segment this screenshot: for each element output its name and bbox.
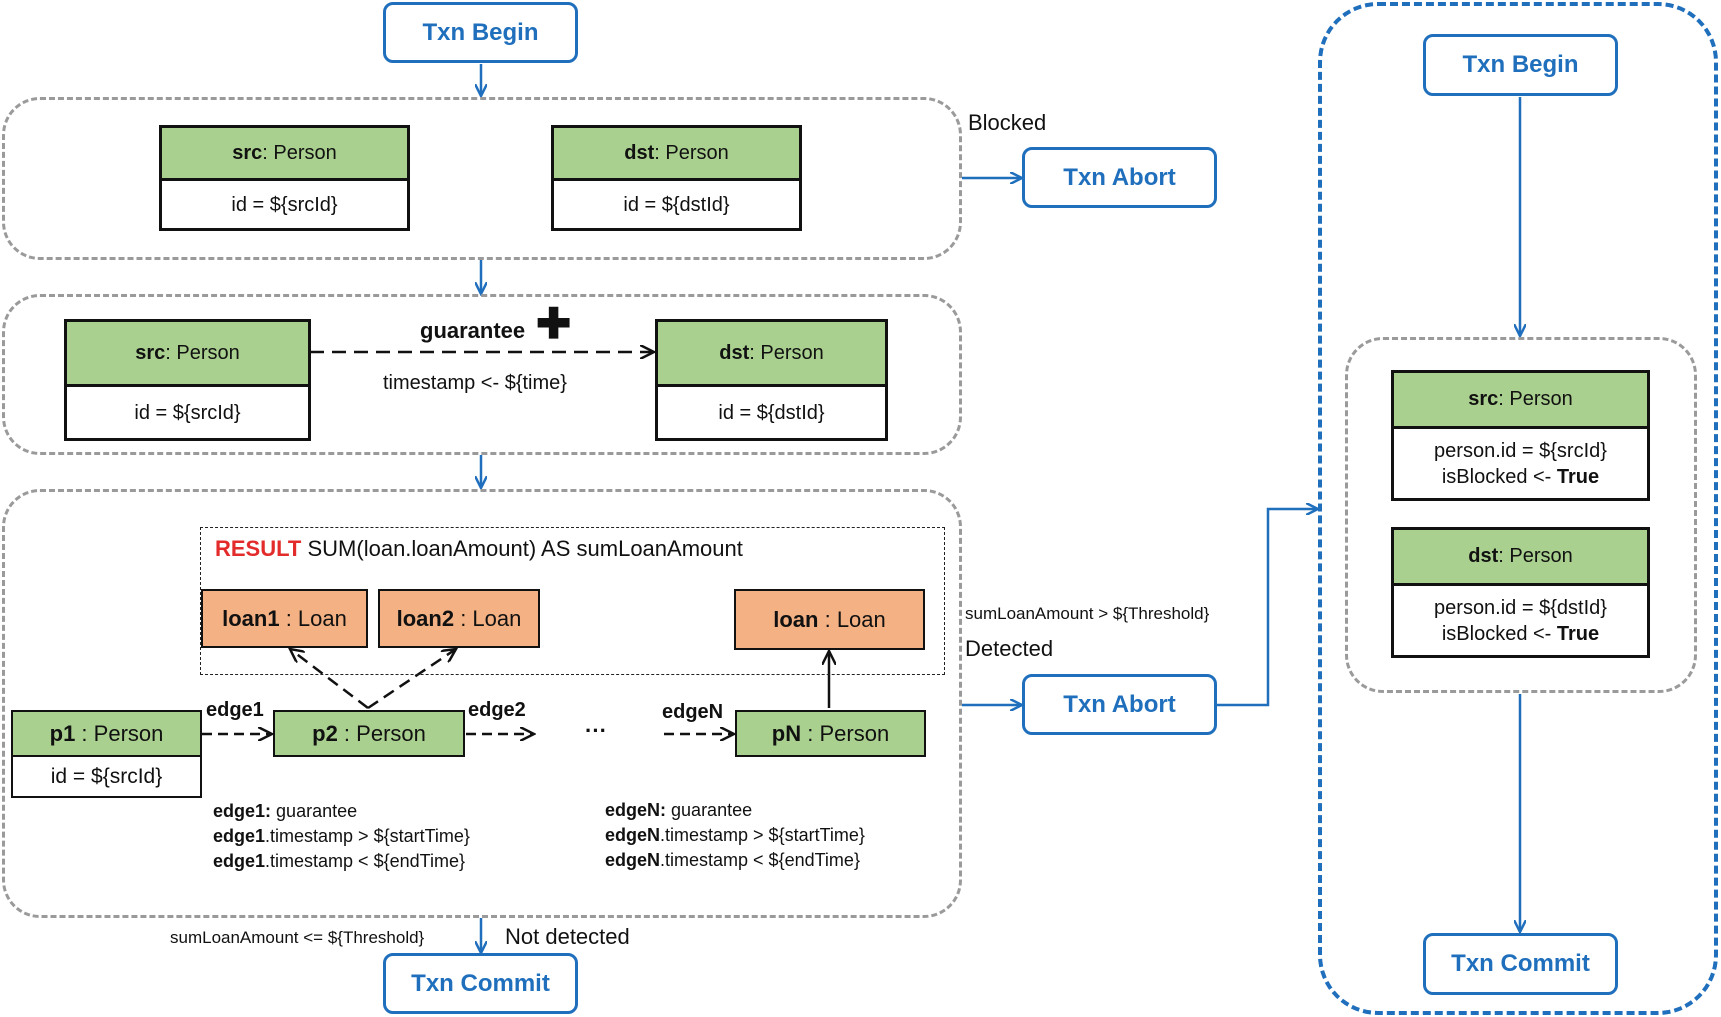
txn-commit-label: Txn Commit [411,969,550,997]
result-keyword: RESULT [215,536,302,561]
p2-type: Person [356,720,426,746]
dst-type-2: Person [760,341,824,364]
dst-type: Person [665,141,729,164]
detected-label: Detected [965,636,1054,661]
guarantee-label: guarantee [420,318,526,343]
txn-abort-box-1: Txn Abort [1022,147,1217,208]
dst-id: id = ${dstId} [623,193,730,216]
loan1-type: Loan [297,605,347,631]
edge2-label: edge2 [468,699,526,721]
right-dst-node: dst: Person person.id = ${dstId} isBlock… [1391,527,1650,658]
edge1-cond-3-rest: .timestamp < ${endTime} [265,851,465,871]
right-dst-blocked-line: isBlocked <- True [1442,621,1599,647]
loan-type: Loan [836,606,886,632]
p2-label: p2 [312,720,338,746]
right-src-type: Person [1509,388,1573,410]
txn-begin-box: Txn Begin [383,2,578,63]
right-dst-label: dst [1468,545,1499,567]
loan1-node: loan1 : Loan [201,589,368,648]
dst-label: dst [624,141,655,164]
right-src-id: person.id = ${srcId} [1434,439,1607,462]
p1-id-box: id = ${srcId} [11,755,202,798]
right-dst-type: Person [1509,545,1573,567]
result-line: RESULT SUM(loan.loanAmount) AS sumLoanAm… [215,536,743,562]
dst-person-node: dst: Person id = ${dstId} [551,125,802,231]
p1-type: Person [93,720,164,746]
edgeN-label: edgeN [662,701,724,723]
pN-label: pN [771,720,802,746]
right-src-label: src [1468,388,1499,410]
src-person-node-2: src: Person id = ${srcId} [64,319,311,441]
timestamp-assign: timestamp <- ${time} [383,372,567,394]
txn-begin-label: Txn Begin [422,18,539,46]
edgeN-conditions: edgeN: guarantee edgeN.timestamp > ${sta… [605,798,865,873]
src-person-node: src: Person id = ${srcId} [159,125,410,231]
edge1-cond-3-name: edge1 [213,851,266,871]
src-id-2: id = ${srcId} [134,401,241,424]
threshold-le-label: sumLoanAmount <= ${Threshold} [170,928,425,947]
txn-abort-label-1: Txn Abort [1063,163,1176,191]
edgeN-cond-2-rest: .timestamp > ${startTime} [660,825,865,845]
blocked-label: Blocked [968,110,1047,135]
right-src-isblocked: isBlocked <- [1441,465,1552,488]
edge1-cond-2-name: edge1 [213,826,266,846]
p2-node: p2 : Person [273,710,465,757]
block-update-group [1345,337,1697,693]
right-dst-isblocked: isBlocked <- [1441,622,1552,645]
edge1-cond-1-rest: guarantee [276,801,358,821]
src-label: src [232,141,263,164]
right-src-node: src: Person person.id = ${srcId} isBlock… [1391,370,1650,501]
p1-id: id = ${srcId} [50,764,163,788]
edgeN-cond-3-rest: .timestamp < ${endTime} [660,850,860,870]
src-type: Person [273,141,337,164]
src-label-2: src [135,341,166,364]
result-expression: SUM(loan.loanAmount) AS sumLoanAmount [307,536,743,561]
edge1-cond-1-name: edge1: [213,801,272,821]
edge1-conditions: edge1: guarantee edge1.timestamp > ${sta… [213,799,470,874]
edge1-label: edge1 [206,699,264,721]
dst-label-2: dst [719,341,750,364]
src-id: id = ${srcId} [231,193,338,216]
loan-label: loan [773,606,819,632]
block-transaction-group [1318,2,1718,1015]
pN-node: pN : Person [735,710,926,757]
path-ellipsis: ··· [585,718,607,743]
plus-icon: ✚ [536,300,572,347]
loan2-label: loan2 [396,605,455,631]
pN-type: Person [819,720,890,746]
arrow-abort-to-right [1216,509,1318,707]
p1-node: p1 : Person [11,710,202,757]
txn-abort-box-2: Txn Abort [1022,674,1217,735]
right-src-blocked-line: isBlocked <- True [1442,464,1599,490]
right-src-true: True [1556,465,1600,488]
right-txn-begin-box: Txn Begin [1423,34,1618,96]
txn-commit-box: Txn Commit [383,953,578,1014]
threshold-gt-label: sumLoanAmount > ${Threshold} [965,604,1210,623]
loan-node: loan : Loan [734,589,925,650]
loan1-label: loan1 [222,605,280,631]
right-txn-commit-label: Txn Commit [1451,950,1590,977]
right-txn-begin-label: Txn Begin [1462,51,1579,78]
edgeN-cond-1-rest: guarantee [671,800,753,820]
insert-edge-group [2,294,962,455]
right-dst-id: person.id = ${dstId} [1434,596,1607,619]
dst-id-2: id = ${dstId} [718,401,825,424]
blocked-check-group [2,97,962,260]
dst-person-node-2: dst: Person id = ${dstId} [655,319,888,441]
edgeN-cond-2-name: edgeN [605,825,661,845]
p1-label: p1 [49,720,76,746]
loan2-type: Loan [472,605,522,631]
txn-abort-label-2: Txn Abort [1063,690,1176,718]
not-detected-label: Not detected [505,924,630,949]
edge1-cond-2-rest: .timestamp > ${startTime} [265,826,470,846]
loan2-node: loan2 : Loan [378,589,540,648]
src-type-2: Person [176,341,240,364]
right-txn-commit-box: Txn Commit [1423,933,1618,995]
edgeN-cond-1-name: edgeN: [605,800,667,820]
result-box [200,527,945,675]
right-dst-true: True [1556,622,1600,645]
edgeN-cond-3-name: edgeN [605,850,661,870]
detection-group [2,489,962,918]
